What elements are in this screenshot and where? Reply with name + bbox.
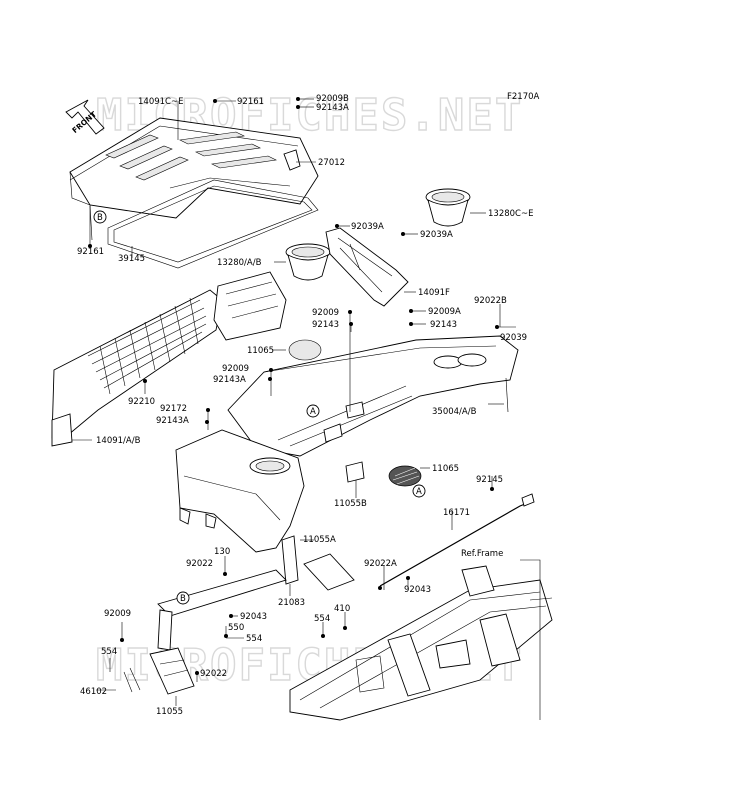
label-92143a-2: 92143A [213, 375, 246, 385]
label-92039a-2: 92039A [420, 230, 453, 240]
front-grille [51, 289, 223, 447]
label-92022-1: 92022 [186, 559, 213, 569]
label-92161-left: 92161 [77, 247, 104, 257]
label-13280ab: 13280/A/B [217, 258, 262, 268]
cover-11065-upper [288, 339, 322, 361]
callout-a-upper [306, 404, 320, 418]
frame-ref [289, 559, 553, 721]
label-92039a-1: 92039A [351, 222, 384, 232]
label-92022b: 92022B [474, 296, 507, 306]
callout-b-bracket [176, 591, 190, 605]
label-92009-3: 92009 [104, 609, 131, 619]
label-92009b: 92009B [316, 94, 349, 104]
bracket-21083 [281, 535, 299, 585]
front-bumper-bracket [123, 569, 287, 695]
label-11055a: 11055A [303, 535, 336, 545]
label-92210: 92210 [128, 397, 155, 407]
label-92043-2: 92043 [240, 612, 267, 622]
bracket-11055b [345, 461, 365, 483]
label-92009-1: 92009 [312, 308, 339, 318]
callout-b-bracket-text: B [180, 594, 186, 604]
label-554-2: 554 [314, 614, 330, 624]
label-35004ab: 35004/A/B [432, 407, 477, 417]
label-39145: 39145 [118, 254, 145, 264]
label-92039: 92039 [500, 333, 527, 343]
callout-b-roof [93, 210, 107, 224]
label-92143a-top: 92143A [316, 103, 349, 113]
label-554-1: 554 [246, 634, 262, 644]
label-13280ce: 13280C~E [488, 209, 533, 219]
label-11065-2: 11065 [432, 464, 459, 474]
label-21083: 21083 [278, 598, 305, 608]
label-550: 550 [228, 623, 244, 633]
label-11055b: 11055B [334, 499, 367, 509]
cable-end [521, 493, 535, 507]
cup-holder-left [285, 243, 331, 281]
callout-a-lower [412, 484, 426, 498]
dashboard-35004 [227, 335, 519, 457]
label-ref-frame: Ref.Frame [461, 549, 503, 559]
part-labels: 14091C~E 92161 92009B 92143A 27012 92161… [77, 94, 533, 717]
cup-holder-right [425, 188, 471, 227]
label-92143-1: 92143 [312, 320, 339, 330]
roof-seal [107, 179, 319, 269]
label-92172: 92172 [160, 404, 187, 414]
label-14091ce: 14091C~E [138, 97, 183, 107]
label-130: 130 [214, 547, 230, 557]
label-14091ab: 14091/A/B [96, 436, 141, 446]
callout-b-roof-text: B [97, 213, 103, 223]
label-92043-1: 92043 [404, 585, 431, 595]
label-46102: 46102 [80, 687, 107, 697]
label-92022a: 92022A [364, 559, 397, 569]
label-410: 410 [334, 604, 350, 614]
label-11055: 11055 [156, 707, 183, 717]
diagram-code: F2170A [507, 92, 540, 102]
label-92161-top: 92161 [237, 97, 264, 107]
label-92022-2: 92022 [200, 669, 227, 679]
label-27012: 27012 [318, 158, 345, 168]
leader-lines [72, 98, 516, 706]
label-92009-2: 92009 [222, 364, 249, 374]
label-92145: 92145 [476, 475, 503, 485]
front-body-lower [175, 429, 305, 553]
label-11065-1: 11065 [247, 346, 274, 356]
label-14091f: 14091F [418, 288, 450, 298]
label-92009a: 92009A [428, 307, 461, 317]
bracket-11055a [303, 553, 355, 591]
label-554-3: 554 [101, 647, 117, 657]
roof-panel [69, 117, 319, 241]
grille-bracket [213, 271, 287, 341]
bracket-27012 [283, 149, 301, 171]
label-92143-2: 92143 [430, 320, 457, 330]
label-16171: 16171 [443, 508, 470, 518]
callout-a-lower-text: A [416, 487, 422, 497]
callout-a-upper-text: A [310, 407, 316, 417]
label-92143a-3: 92143A [156, 416, 189, 426]
tray-14091f [325, 227, 409, 307]
cover-11065-lower [388, 465, 422, 487]
